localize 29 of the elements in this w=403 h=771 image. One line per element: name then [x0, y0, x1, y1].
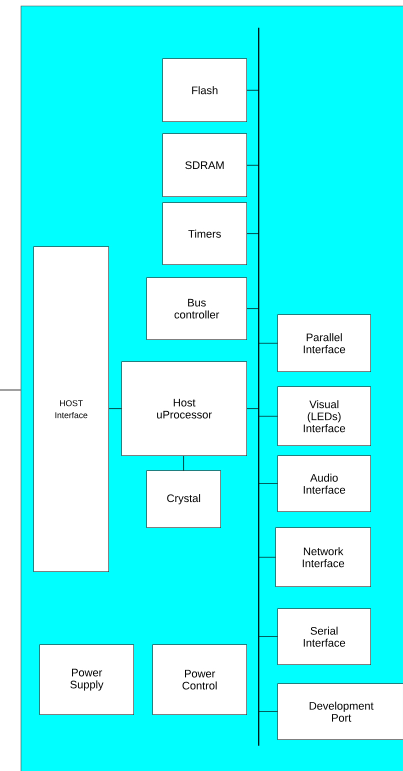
- component-box: SDRAM: [162, 133, 247, 198]
- component-box: Development Port: [277, 683, 403, 740]
- component-box: HOST Interface: [33, 246, 109, 572]
- connector-line: [258, 711, 278, 712]
- component-box: Serial Interface: [277, 608, 371, 665]
- component-box: Bus controller: [146, 277, 247, 340]
- connector-line: [258, 342, 278, 344]
- component-box: Power Control: [152, 644, 247, 715]
- connector-line: [258, 416, 278, 417]
- component-box: Flash: [162, 58, 247, 122]
- component-box: Parallel Interface: [277, 314, 371, 372]
- component-box: Visual (LEDs) Interface: [277, 386, 371, 446]
- connector-line: [258, 556, 276, 558]
- connector-line: [108, 408, 122, 410]
- connector-line: [246, 90, 260, 91]
- connector-line: [246, 308, 260, 310]
- component-box: Timers: [162, 202, 247, 265]
- component-box: Network Interface: [275, 527, 371, 587]
- connector-line: [246, 233, 260, 234]
- connector-line: [246, 164, 260, 166]
- connector-line: [258, 483, 278, 484]
- component-box: Host uProcessor: [121, 361, 247, 456]
- connector-line: [258, 636, 278, 638]
- bus-line: [258, 28, 260, 746]
- connector-line: [246, 408, 260, 410]
- connector-line: [183, 456, 184, 471]
- component-box: Audio Interface: [277, 455, 371, 512]
- component-box: Crystal: [146, 470, 221, 528]
- component-box: Power Supply: [39, 644, 134, 715]
